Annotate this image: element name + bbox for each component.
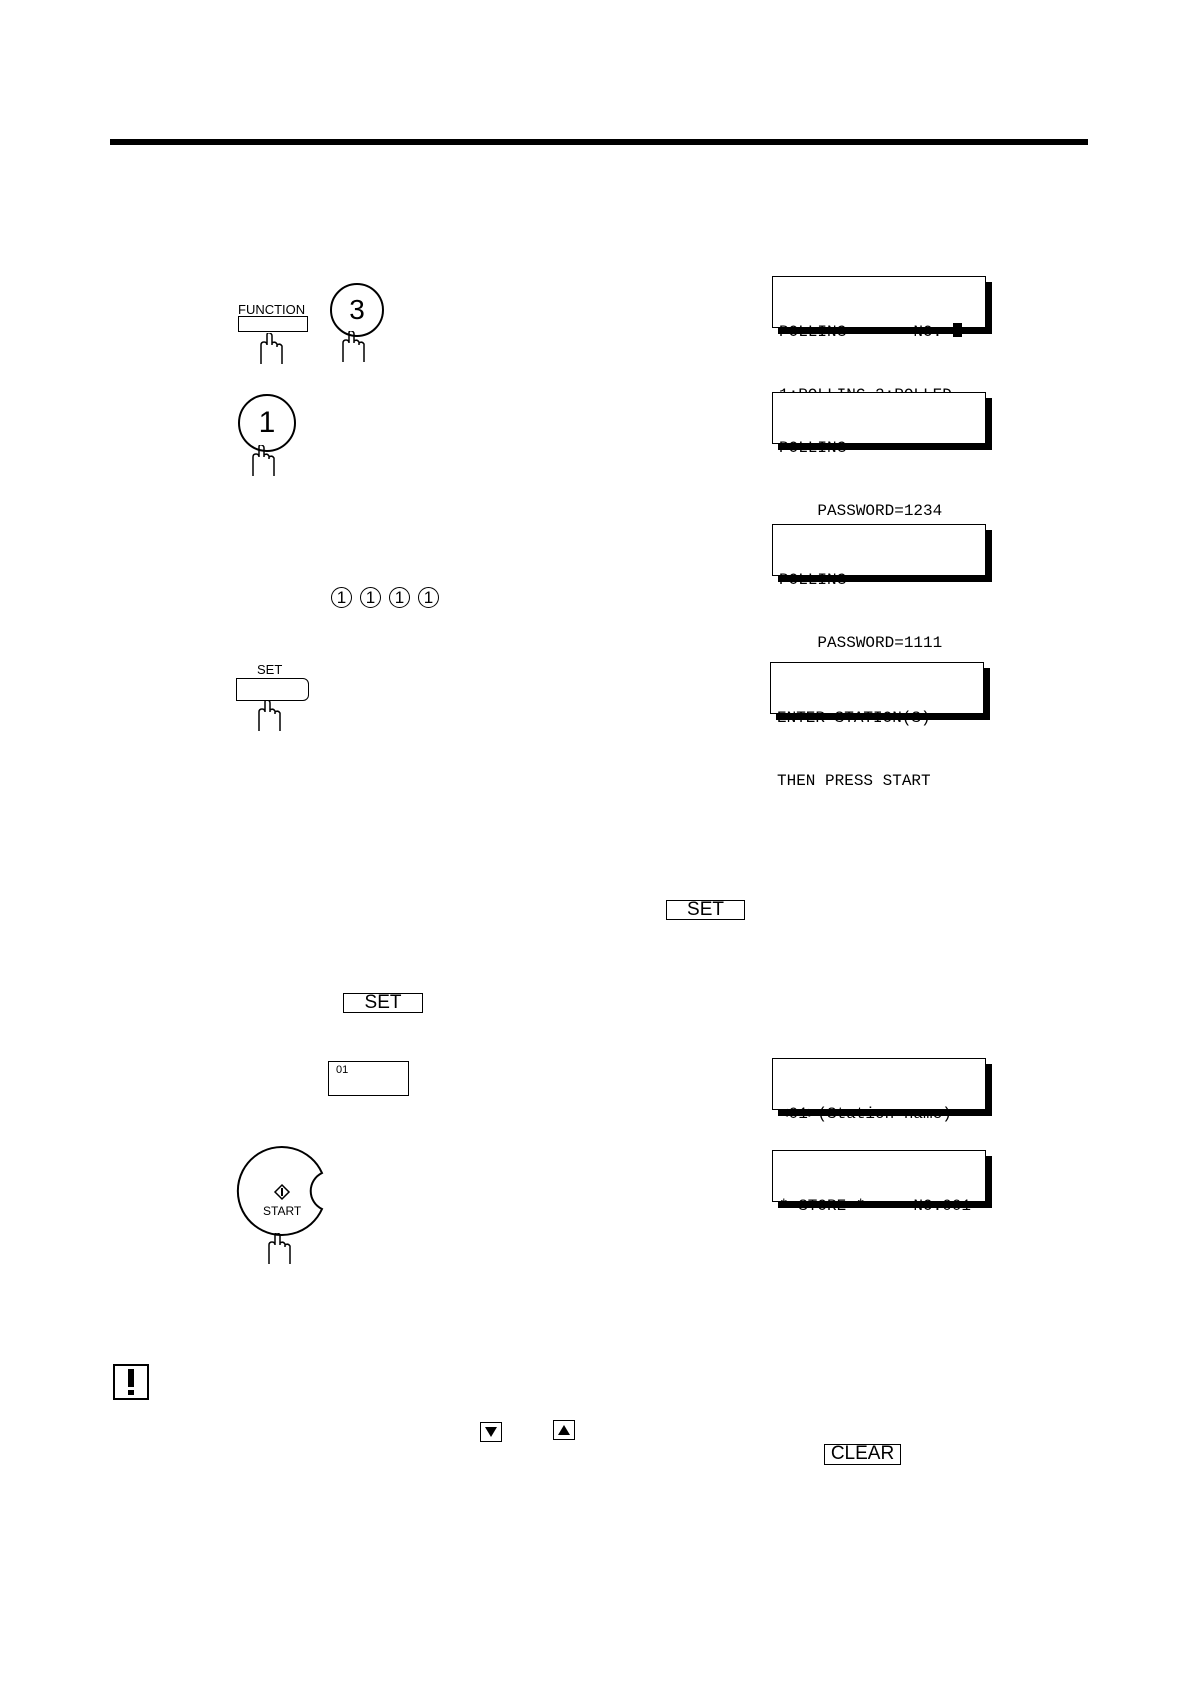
- lcd-password-default: POLLING PASSWORD=1234: [772, 392, 986, 520]
- hand-press-icon: [342, 331, 365, 362]
- lcd-station: <01>(Station name) 5551234: [772, 1058, 986, 1186]
- set-key-inline[interactable]: SET: [666, 900, 745, 920]
- start-key[interactable]: [236, 1145, 328, 1237]
- lcd-line1: POLLING: [779, 571, 847, 589]
- digit-key-1[interactable]: 1: [418, 587, 439, 608]
- up-arrow-icon: [558, 1425, 570, 1435]
- function-key[interactable]: [238, 316, 308, 332]
- hand-press-icon: [260, 333, 283, 364]
- digit-key-1[interactable]: 1: [331, 587, 352, 608]
- station-key-number: 01: [336, 1064, 349, 1076]
- hand-press-icon: [268, 1233, 291, 1264]
- up-arrow-key[interactable]: [553, 1420, 575, 1440]
- set-key-inline[interactable]: SET: [343, 993, 423, 1013]
- down-arrow-icon: [485, 1427, 497, 1437]
- set-key-label: SET: [257, 662, 283, 677]
- lcd-enter-station: ENTER STATION(S) THEN PRESS START: [770, 662, 984, 790]
- lcd-cursor: [952, 323, 962, 337]
- lcd-line1: ENTER STATION(S): [777, 709, 931, 727]
- start-key-label: START: [263, 1204, 302, 1218]
- set-key[interactable]: [236, 678, 309, 701]
- hand-press-icon: [252, 445, 275, 476]
- lcd-line1: POLLING: [779, 439, 847, 457]
- lcd-line2: [779, 1259, 985, 1280]
- hand-press-icon: [258, 700, 281, 731]
- lcd-polling-menu: POLLING NO.= 1:POLLING 2:POLLED: [772, 276, 986, 404]
- station-key-01[interactable]: 01: [328, 1061, 409, 1096]
- exclamation-glyph: [128, 1369, 134, 1395]
- lcd-line2: THEN PRESS START: [777, 772, 931, 790]
- lcd-line1: <01>(Station name): [779, 1105, 952, 1123]
- caution-icon: [113, 1364, 149, 1400]
- down-arrow-key[interactable]: [480, 1422, 502, 1442]
- digit-key-1[interactable]: 1: [360, 587, 381, 608]
- clear-key[interactable]: CLEAR: [824, 1444, 901, 1465]
- lcd-line2: PASSWORD=1234: [779, 502, 943, 520]
- lcd-password-new: POLLING PASSWORD=1111: [772, 524, 986, 652]
- key-1[interactable]: 1: [238, 394, 296, 452]
- digit-key-1[interactable]: 1: [389, 587, 410, 608]
- lcd-line1: * STORE * NO.001: [779, 1197, 972, 1215]
- start-diamond-icon: [273, 1183, 291, 1201]
- lcd-line1: POLLING NO.=: [779, 323, 952, 341]
- lcd-line2: PASSWORD=1111: [779, 634, 943, 652]
- key-3[interactable]: 3: [330, 283, 384, 337]
- lcd-store: * STORE * NO.001: [772, 1150, 986, 1215]
- header-rule: [110, 139, 1088, 145]
- function-key-label: FUNCTION: [238, 302, 306, 317]
